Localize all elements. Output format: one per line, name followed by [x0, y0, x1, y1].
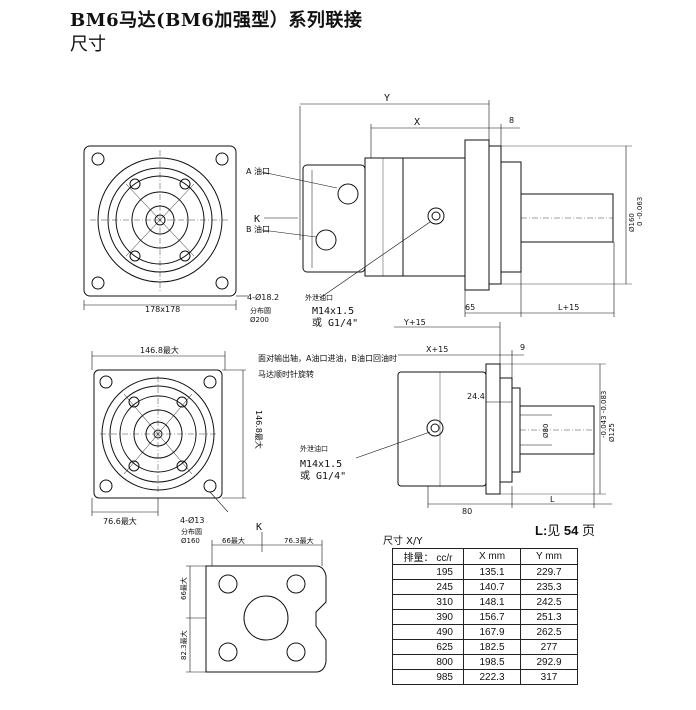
mid-flange-width: 146.8最大: [140, 345, 179, 355]
dim-x: X: [414, 117, 420, 128]
pilot-tol: -0.043 -0.083: [600, 391, 608, 438]
dim-823: 82.3最大: [179, 630, 188, 660]
pilot-dia-80: Ø80: [542, 424, 550, 438]
cell-displacement: 390: [392, 609, 464, 625]
mid-thread-label-1: M14x1.5: [300, 459, 342, 470]
mid-drain-port-label: 外泄油口: [300, 444, 328, 453]
dim-65: 65: [465, 303, 475, 312]
table-header-row: 排量： cc/r X mm Y mm: [392, 548, 578, 565]
dim-y: Y: [384, 93, 390, 104]
cell-x: 135.1: [463, 564, 521, 580]
bolt-circle-caption: 分布圆: [250, 306, 271, 315]
shaft-tol-label: 0 -0.063: [636, 197, 644, 226]
cell-displacement: 985: [392, 669, 464, 685]
cell-x: 222.3: [463, 669, 521, 685]
cell-y: 229.7: [520, 564, 578, 580]
page-title: BM6马达(BM6加强型）系列联接: [70, 10, 363, 31]
cell-x: 140.7: [463, 579, 521, 595]
cell-x: 182.5: [463, 639, 521, 655]
table-caption: 尺寸 X/Y: [383, 536, 423, 547]
cell-y: 251.3: [520, 609, 578, 625]
mid-flange-height: 146.8最大: [254, 410, 264, 449]
mid-side-view: [355, 322, 612, 508]
rotation-note-1: 面对输出轴，A油口进油，B油口回油时: [258, 353, 397, 363]
dim-66: 66最大: [222, 536, 245, 545]
pilot-dia-125: Ø125: [608, 423, 616, 442]
bolt-holes-label: 4-Ø18.2: [247, 292, 279, 302]
mid-bolt-circle-value: Ø160: [181, 537, 200, 545]
page-ref-text: 见: [547, 523, 564, 538]
top-front-view: [83, 145, 248, 310]
dim-8: 8: [509, 116, 514, 125]
col-displacement: 排量： cc/r: [392, 548, 464, 565]
mid-bolt-circle-caption: 分布圆: [181, 527, 202, 536]
cell-y: 317: [520, 669, 578, 685]
view-k-label: K: [254, 214, 260, 225]
page-reference: L:见 54 页: [535, 520, 595, 539]
cell-y: 277: [520, 639, 578, 655]
dim-x15: X+15: [426, 345, 448, 354]
port-view-k: [186, 532, 327, 673]
page-subtitle: 尺寸: [70, 34, 106, 55]
dim-763: 76.3最大: [284, 536, 314, 545]
shaft-dia-label: Ø160: [628, 213, 636, 232]
drain-port-label: 外泄油口: [305, 293, 333, 302]
cell-displacement: 490: [392, 624, 464, 640]
mid-thread-label-2: 或 G1/4": [300, 470, 346, 482]
page-ref-suffix: 页: [578, 523, 595, 538]
col-y: Y mm: [520, 548, 578, 565]
dim-24: 24.4: [467, 392, 485, 401]
mid-bolt-holes: 4-Ø13: [180, 515, 204, 525]
mid-front-view: [91, 351, 246, 516]
dim-l: L: [550, 495, 555, 504]
page-ref-prefix: L:: [535, 523, 548, 538]
cell-x: 148.1: [463, 594, 521, 610]
top-side-view: [261, 100, 632, 317]
cell-y: 262.5: [520, 624, 578, 640]
cell-x: 198.5: [463, 654, 521, 670]
port-b-label: B 油口: [246, 224, 270, 234]
cell-y: 235.3: [520, 579, 578, 595]
cell-displacement: 800: [392, 654, 464, 670]
cell-x: 156.7: [463, 609, 521, 625]
port-view-k-label: K: [256, 522, 262, 533]
cell-y: 292.9: [520, 654, 578, 670]
rotation-note-2: 马达顺时针旋转: [258, 369, 314, 379]
dim-l15: L+15: [558, 303, 579, 312]
page-ref-number: 54: [563, 523, 579, 538]
thread-label-1: M14x1.5: [312, 306, 354, 317]
thread-label-2: 或 G1/4": [312, 317, 358, 329]
dim-9: 9: [520, 343, 525, 352]
bolt-circle-value: Ø200: [250, 316, 269, 324]
cell-displacement: 625: [392, 639, 464, 655]
cell-displacement: 310: [392, 594, 464, 610]
cell-displacement: 245: [392, 579, 464, 595]
dim-80: 80: [462, 507, 472, 516]
col-x: X mm: [463, 548, 521, 565]
dim-76: 76.6最大: [103, 516, 137, 526]
cell-displacement: 195: [392, 564, 464, 580]
cell-x: 167.9: [463, 624, 521, 640]
cell-y: 242.5: [520, 594, 578, 610]
dim-y15: Y+15: [403, 318, 426, 327]
flange-size-label: 178x178: [145, 305, 180, 314]
port-a-label: A 油口: [246, 166, 270, 176]
dim-66-vertical: 66最大: [179, 577, 188, 600]
